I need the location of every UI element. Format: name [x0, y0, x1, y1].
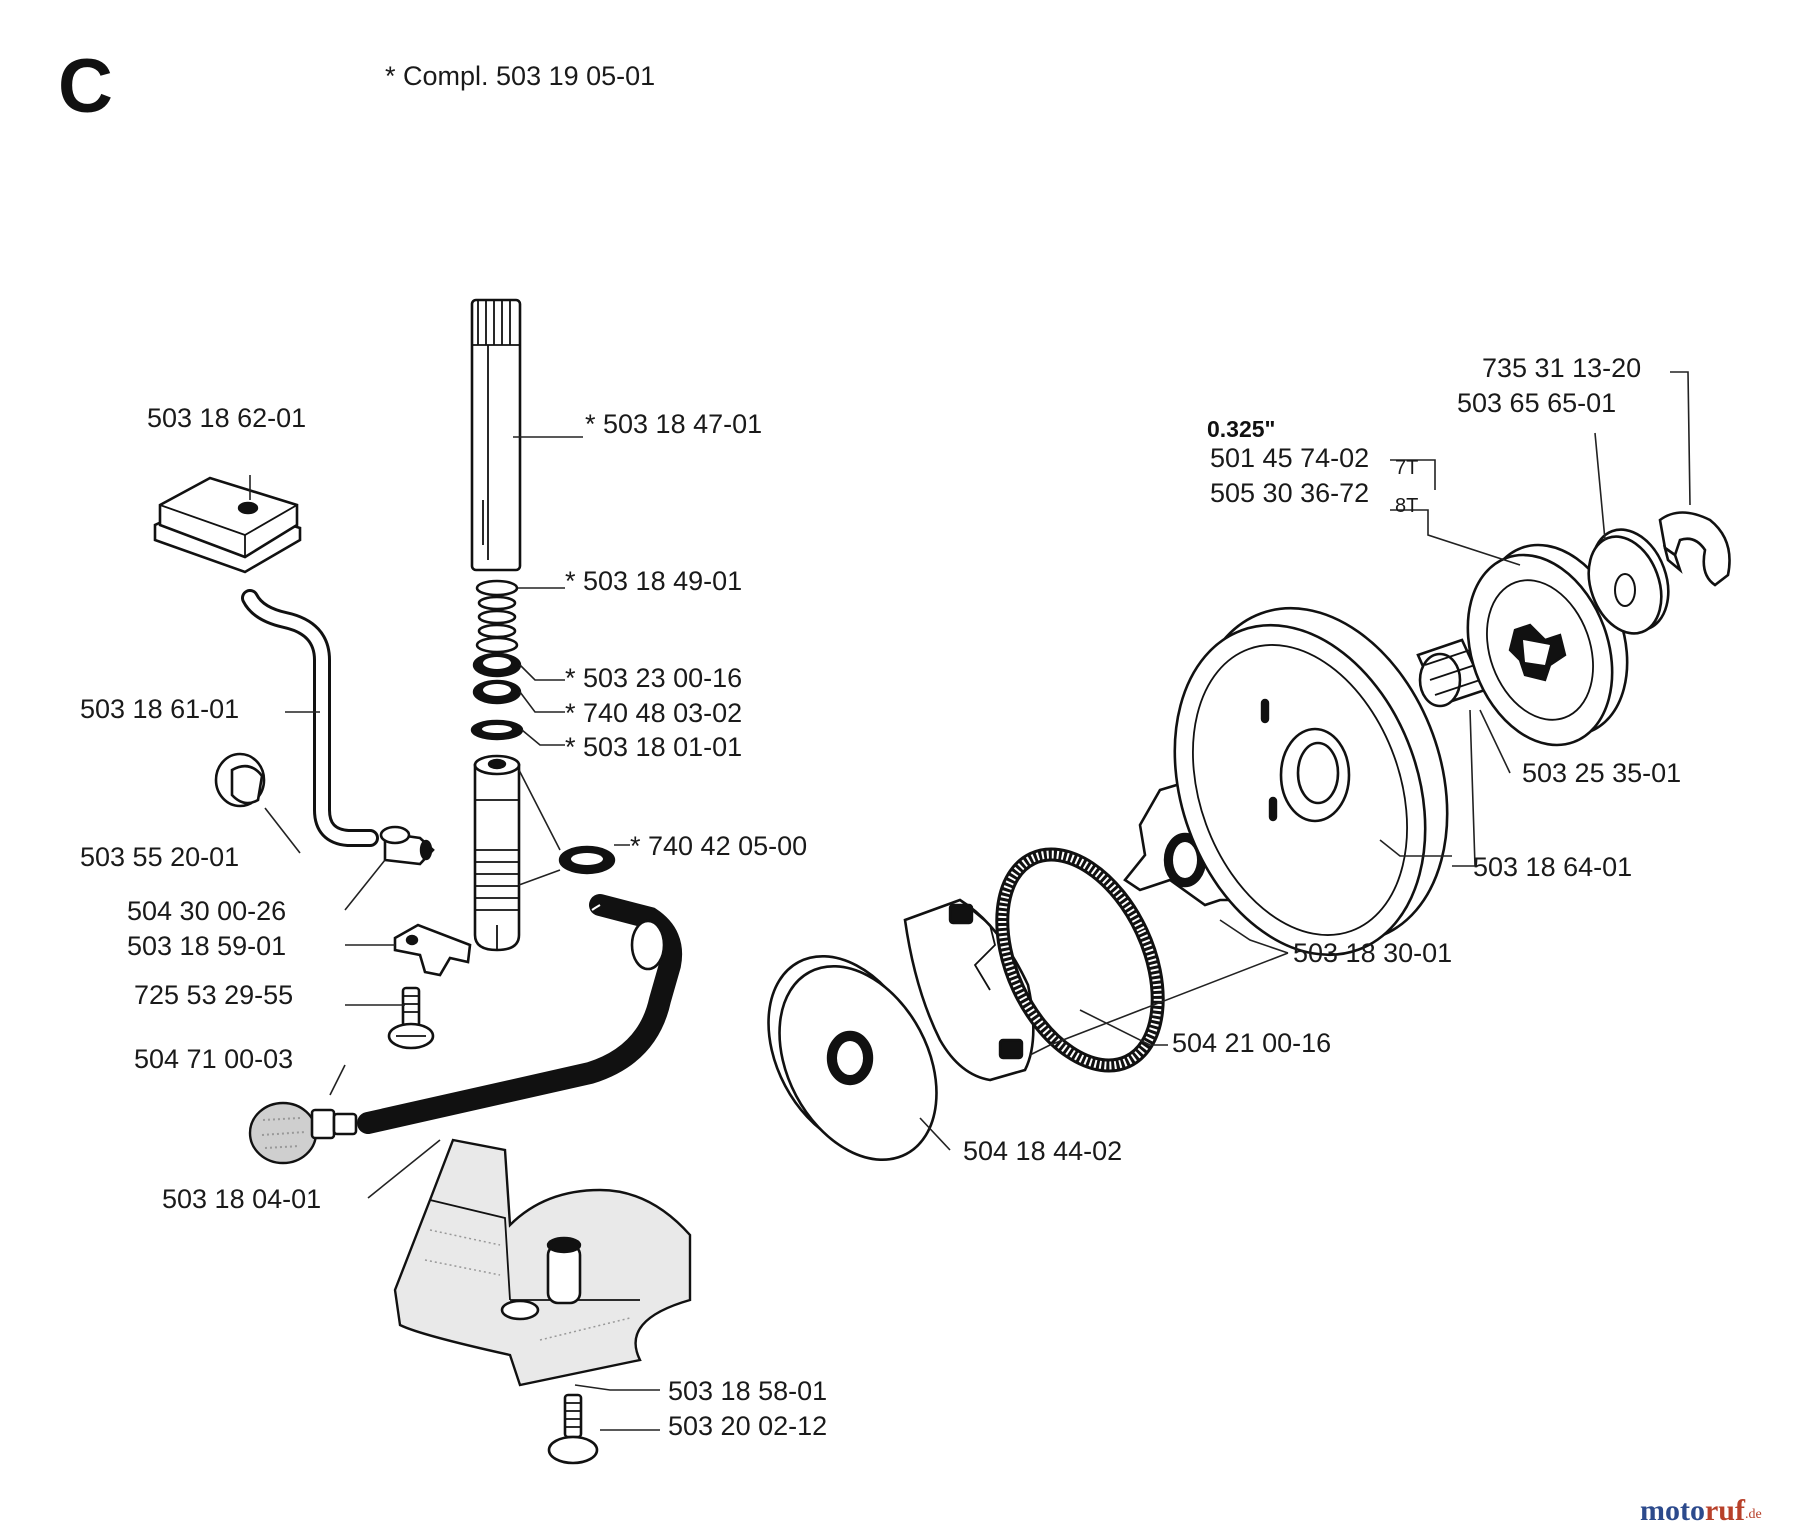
- label-washer-a: * 503 23 00-16: [565, 663, 742, 693]
- pump-washer: [472, 652, 522, 678]
- needle-bearing: [1416, 638, 1487, 708]
- label-filter: 504 71 00-03: [134, 1044, 293, 1074]
- label-clutch-spring: 504 21 00-16: [1172, 1028, 1331, 1058]
- label-plate: 503 18 59-01: [127, 931, 286, 961]
- plug: [214, 752, 266, 808]
- label-sprocket-8t: 505 30 36-72: [1210, 478, 1369, 508]
- pump-housing: [473, 754, 521, 952]
- circlip: [1658, 511, 1731, 587]
- oil-filter: [248, 1101, 358, 1165]
- pump-seal: [472, 679, 522, 705]
- nipple: [379, 825, 435, 866]
- leader-lines: [249, 371, 1691, 1431]
- label-washer-b: 503 65 65-01: [1457, 388, 1616, 418]
- label-pump-shaft: * 503 18 47-01: [585, 409, 762, 439]
- oil-hose: [357, 894, 682, 1134]
- label-cover: 503 18 58-01: [668, 1376, 827, 1406]
- label-grommet: 503 18 62-01: [147, 403, 306, 433]
- label-oring-b: * 740 42 05-00: [630, 831, 807, 861]
- label-spring: * 503 18 49-01: [565, 566, 742, 596]
- clutch-spring: [995, 847, 1165, 1073]
- label-sprocket-7t: 501 45 74-02: [1210, 443, 1369, 473]
- pump-cover: [393, 1138, 692, 1387]
- kit-note: * Compl. 503 19 05-01: [385, 61, 655, 91]
- label-teeth-7t: 7T: [1395, 457, 1418, 479]
- label-hose: 503 18 04-01: [162, 1184, 321, 1214]
- housing-oring: [558, 845, 616, 875]
- cover-screw: [547, 1393, 599, 1465]
- label-clutch-cover: 504 18 44-02: [963, 1136, 1122, 1166]
- pump-spring: [475, 579, 519, 654]
- sprocket-washer: [1587, 528, 1670, 635]
- plate: [393, 923, 472, 977]
- svg-text:motoruf.de: motoruf.de: [1640, 1494, 1762, 1527]
- clutch-cover-disc: [767, 955, 938, 1161]
- watermark-logo: motoruf.de: [1640, 1494, 1762, 1527]
- label-screw-a: 725 53 29-55: [134, 980, 293, 1010]
- label-circlip: 735 31 13-20: [1482, 353, 1641, 383]
- label-clutch-hub: 503 18 30-01: [1293, 938, 1452, 968]
- oil-pipe: [241, 589, 379, 847]
- pump-oring: [470, 719, 524, 741]
- label-clutch-drum: 503 18 64-01: [1473, 852, 1632, 882]
- pump-shaft: [470, 298, 522, 572]
- clutch-drum: [1173, 606, 1449, 957]
- part-labels: * 503 18 47-01 * 503 18 49-01 * 503 23 0…: [80, 353, 1681, 1441]
- label-pump-housing: * 503 18 01-01: [565, 732, 742, 762]
- label-nipple: 504 30 00-26: [127, 896, 286, 926]
- label-needle-bearing: 503 25 35-01: [1522, 758, 1681, 788]
- label-oil-pipe: 503 18 61-01: [80, 694, 239, 724]
- section-letter: C: [58, 44, 113, 129]
- label-pitch: 0.325": [1207, 416, 1275, 442]
- label-oring-a: * 740 48 03-02: [565, 698, 742, 728]
- screw: [387, 986, 435, 1050]
- label-teeth-8t: 8T: [1395, 495, 1418, 517]
- label-screw-b: 503 20 02-12: [668, 1411, 827, 1441]
- label-plug: 503 55 20-01: [80, 842, 239, 872]
- sprocket: [1466, 543, 1629, 747]
- grommet: [153, 476, 302, 574]
